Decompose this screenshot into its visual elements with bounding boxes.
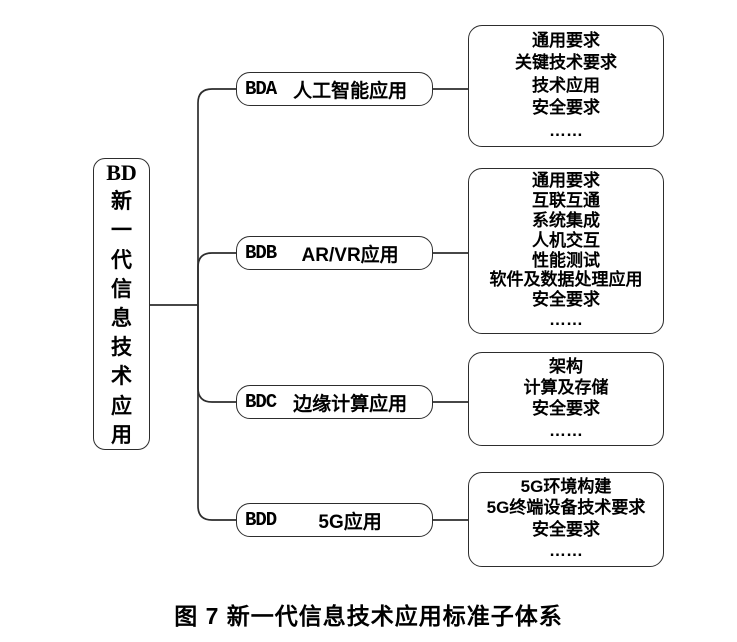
list-item: 性能测试 — [532, 250, 600, 270]
trunk-to-bdb-connector — [197, 252, 236, 305]
bdd-code-label: BDD — [245, 509, 277, 531]
list-item: 安全要求 — [532, 519, 600, 539]
list-item: 安全要求 — [532, 98, 600, 118]
ellipsis-item: …… — [549, 310, 583, 330]
node-bdc: BDC 边缘计算应用 — [236, 385, 433, 419]
ellipsis-item: …… — [549, 120, 583, 140]
trunk-to-bdd-connector — [197, 305, 236, 521]
list-item: 计算及存储 — [523, 377, 609, 397]
list-item: 人机交互 — [532, 230, 600, 250]
node-bd-root: BD 新一代信息技术应用 — [93, 158, 150, 450]
node-bda-items: 通用要求 关键技术要求 技术应用 安全要求 …… — [468, 25, 664, 147]
bdb-code-label: BDB — [245, 242, 277, 264]
node-bdd-items: 5G环境构建 5G终端设备技术要求 安全要求 …… — [468, 472, 664, 567]
list-item: 系统集成 — [532, 210, 600, 230]
root-code-label: BD — [106, 160, 137, 186]
bdc-name-label: 边缘计算应用 — [293, 393, 408, 415]
root-name-label: 新一代信息技术应用 — [111, 190, 132, 447]
list-item: 5G环境构建 — [520, 476, 612, 496]
ellipsis-item: …… — [549, 420, 583, 440]
list-item: 5G终端设备技术要求 — [486, 498, 646, 518]
list-item: 互联互通 — [532, 191, 600, 210]
list-item: 关键技术要求 — [515, 53, 617, 73]
list-item: 通用要求 — [532, 171, 600, 191]
bdc-code-label: BDC — [245, 391, 277, 413]
bda-name-label: 人工智能应用 — [293, 80, 408, 102]
list-item: 技术应用 — [532, 75, 600, 95]
node-bdd: BDD 5G应用 — [236, 503, 433, 537]
node-bdb-items: 通用要求 互联互通 系统集成 人机交互 性能测试 软件及数据处理应用 安全要求 … — [468, 168, 664, 334]
bda-code-label: BDA — [245, 78, 277, 100]
node-bdc-items: 架构 计算及存储 安全要求 …… — [468, 352, 664, 446]
list-item: 安全要求 — [532, 290, 600, 310]
list-item: 安全要求 — [532, 399, 600, 419]
list-item: 架构 — [549, 356, 583, 376]
list-item: 软件及数据处理应用 — [489, 270, 643, 290]
node-bdb: BDB AR/VR应用 — [236, 236, 433, 270]
trunk-to-bda-connector — [197, 88, 236, 305]
bdd-name-label: 5G应用 — [318, 511, 382, 533]
figure-caption: 图 7 新一代信息技术应用标准子体系 — [174, 603, 563, 629]
node-bda: BDA 人工智能应用 — [236, 72, 433, 106]
list-item: 通用要求 — [532, 30, 600, 50]
ellipsis-item: …… — [549, 541, 583, 561]
bdb-name-label: AR/VR应用 — [301, 244, 399, 266]
trunk-to-bdc-connector — [197, 305, 236, 403]
